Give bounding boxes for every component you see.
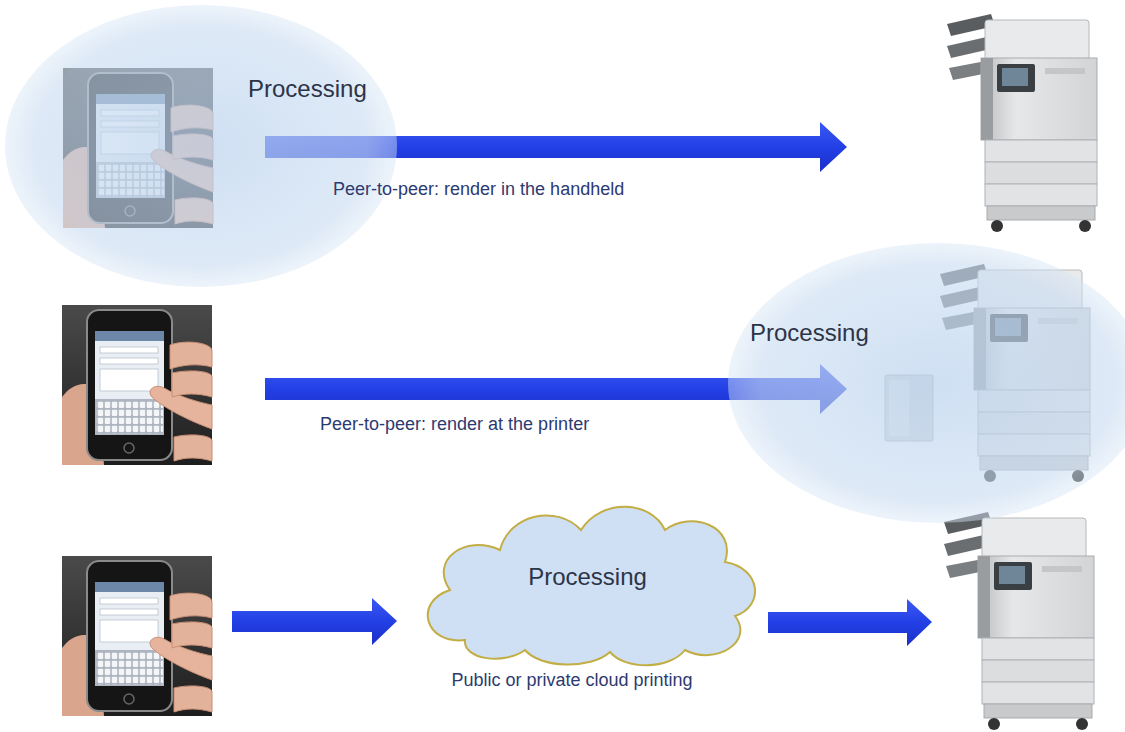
caption-text: Peer-to-peer: render at the printer bbox=[320, 414, 589, 435]
node-text: Processing bbox=[528, 563, 647, 591]
processing-zone: Processing bbox=[5, 5, 397, 287]
processing-zone: Processing bbox=[728, 243, 1125, 523]
caption-text: Public or private cloud printing bbox=[451, 670, 692, 691]
ellipse-outline bbox=[5, 5, 397, 287]
ellipse-outline bbox=[728, 243, 1125, 523]
cloud-shape: Processing bbox=[405, 490, 770, 668]
caption-text: Peer-to-peer: render in the handheld bbox=[333, 179, 624, 200]
node-text: Processing bbox=[750, 319, 1125, 347]
node-text: Processing bbox=[248, 75, 641, 103]
